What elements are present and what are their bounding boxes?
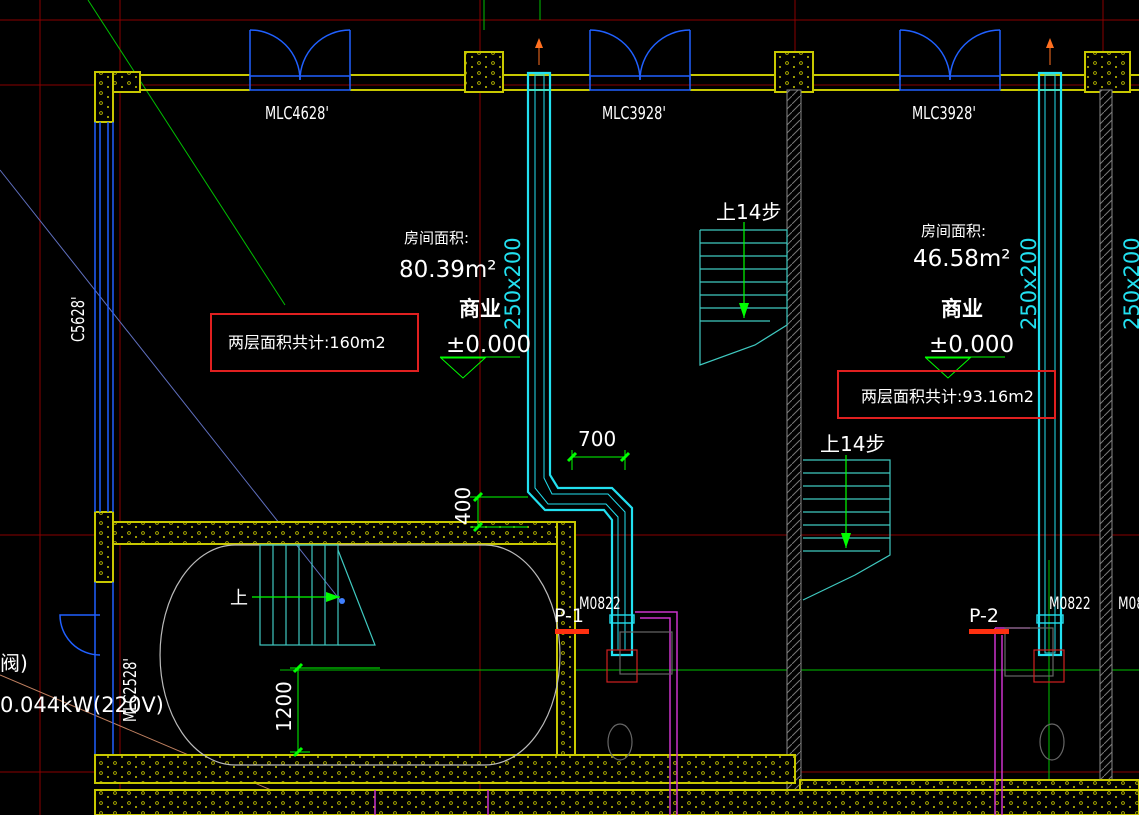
duct-size-c: 250x200 [1120, 237, 1139, 330]
door-tag-m0822-a: M0822 [579, 594, 621, 614]
fixtures [607, 627, 1065, 761]
column-n2 [774, 51, 814, 93]
door-tag-mlc3928-b: MLC3928' [912, 102, 976, 124]
column-w [94, 511, 114, 583]
wall-bottom [94, 754, 796, 784]
elevator-void [159, 544, 561, 766]
edge-power-rating: 0.044kW(220V) [0, 693, 164, 717]
dimension-400: 400 [451, 487, 475, 525]
stair-label-upper-b: 上14步 [820, 432, 885, 456]
floor-drain-right [1033, 649, 1065, 683]
note-box-right [837, 370, 1056, 419]
dimension-1200: 1200 [272, 681, 296, 732]
duct-left [526, 71, 635, 657]
room-left-elevation: ±0.000 [446, 332, 531, 358]
room-right-area-label: 房间面积: [921, 222, 986, 240]
pipe-marker-p2 [969, 629, 1009, 634]
stair-a-arrow-head [739, 303, 749, 318]
room-right-elevation: ±0.000 [929, 332, 1014, 358]
stair-b-arrow-head [841, 533, 851, 548]
edge-valve-fragment: 阀) [0, 651, 28, 675]
pipe-marker-p1 [555, 629, 589, 634]
dimension-700: 700 [578, 427, 616, 451]
window-tag-mlc2528: MLC2528' [119, 658, 141, 722]
pipe-label-p1: P-1 [554, 605, 584, 627]
west-door-swing [59, 614, 101, 656]
floor-drain-left [606, 649, 638, 683]
west-window [94, 122, 114, 760]
walls [95, 74, 1139, 91]
column-nw-leg [94, 71, 114, 123]
room-right-total-area: 两层面积共计:93.16m2 [861, 387, 1034, 406]
column-n1 [464, 51, 504, 93]
room-left-name: 商业 [459, 297, 501, 321]
duct-size-a: 250x200 [501, 237, 525, 330]
wall-stair-top [112, 521, 576, 545]
column-n3 [1084, 51, 1131, 93]
stair-label-up-small: 上 [230, 588, 248, 609]
elevation-symbols [439, 356, 1005, 379]
party-wall [786, 89, 802, 815]
wall-bottom-2 [94, 789, 1139, 815]
core-stair-arrow-head [326, 592, 340, 602]
duct-size-b: 250x200 [1017, 237, 1041, 330]
room-left-area-label: 房间面积: [404, 229, 469, 247]
core-stair-point [339, 598, 345, 604]
door-mlc3928-a [589, 29, 691, 91]
dimension-ticks [292, 451, 631, 758]
room-left-total-area: 两层面积共计:160m2 [228, 333, 386, 352]
room-right-name: 商业 [941, 297, 983, 321]
core-stair [259, 544, 376, 646]
pipe-label-p2: P-2 [969, 605, 999, 627]
note-box-left [210, 313, 419, 372]
duct-right [1036, 71, 1064, 657]
door-mlc3928-b [899, 29, 1001, 91]
door-mlc4628 [249, 29, 351, 91]
east-wall [1099, 89, 1113, 815]
stair-label-upper-a: 上14步 [716, 200, 781, 224]
door-tag-mlc3928-a: MLC3928' [602, 102, 666, 124]
door-tag-m08-edge: M08 [1118, 594, 1139, 614]
room-left-area-value: 80.39m² [399, 257, 496, 283]
room-right-area-value: 46.58m² [913, 246, 1010, 272]
window-tag-c5628: C5628' [67, 296, 89, 342]
door-tag-m0822-b: M0822 [1049, 594, 1091, 614]
door-tag-mlc4628: MLC4628' [265, 102, 329, 124]
